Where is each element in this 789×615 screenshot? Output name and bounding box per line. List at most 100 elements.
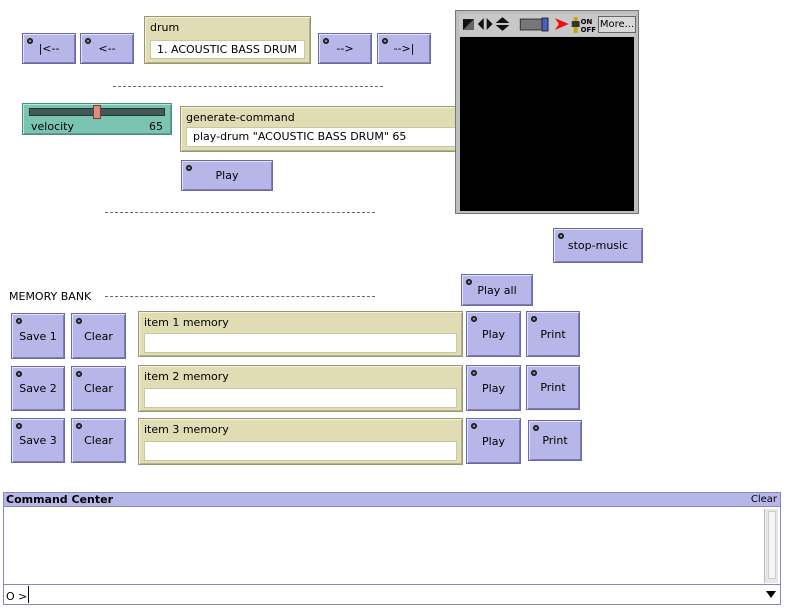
save-2-button[interactable]: Save 2 [11, 366, 65, 411]
save-label: Save 2 [19, 382, 57, 395]
world-view[interactable]: ON OFF More... [455, 10, 639, 214]
more-button[interactable]: More... [598, 16, 636, 33]
print-label: Print [542, 434, 568, 447]
print-label: Print [540, 327, 566, 341]
edit-mode-icon[interactable] [462, 19, 474, 30]
drum-chooser-label: drum [150, 21, 180, 34]
command-center-header: Command Center Clear [4, 493, 780, 507]
last-drum-button[interactable]: -->| [377, 33, 431, 64]
play-label: Play [215, 169, 239, 182]
memory-label: item 1 memory [144, 316, 229, 329]
forever-indicator-icon [16, 318, 22, 324]
on-text-icon: ON [581, 18, 593, 26]
next-drum-button[interactable]: --> [318, 33, 372, 64]
view-toolbar: ON OFF More... [459, 14, 636, 36]
first-drum-button[interactable]: |<-- [22, 33, 76, 64]
drum-chooser-value[interactable]: 1. ACOUSTIC BASS DRUM [150, 40, 305, 59]
off-text-icon: OFF [581, 26, 597, 34]
forever-indicator-icon [466, 279, 472, 285]
command-input[interactable] [28, 586, 763, 603]
forever-indicator-icon [85, 38, 91, 44]
memory-value [144, 388, 457, 408]
chevron-down-icon[interactable] [766, 591, 776, 598]
memory-value [144, 441, 457, 461]
memory-label: item 2 memory [144, 370, 229, 383]
prev-drum-label: <-- [98, 42, 116, 55]
item-2-memory-monitor: item 2 memory [138, 365, 463, 412]
next-drum-label: --> [336, 42, 354, 55]
prev-drum-button[interactable]: <-- [80, 33, 134, 64]
run-arrow-icon[interactable] [554, 18, 569, 30]
speed-slider-icon[interactable] [519, 17, 549, 32]
forever-indicator-icon [186, 165, 192, 171]
clear-1-button[interactable]: Clear [71, 313, 126, 359]
item-3-memory-monitor: item 3 memory [138, 418, 463, 465]
forever-indicator-icon [531, 370, 537, 376]
velocity-value: 65 [149, 120, 163, 133]
world-canvas[interactable] [460, 37, 634, 211]
save-label: Save 1 [19, 329, 57, 343]
left-right-arrows-icon[interactable] [477, 18, 493, 30]
command-center-clear-button[interactable]: Clear [750, 494, 777, 505]
forever-indicator-icon [16, 423, 22, 429]
memory-value [144, 333, 457, 353]
play-all-button[interactable]: Play all [461, 274, 533, 306]
drum-chooser[interactable]: drum 1. ACOUSTIC BASS DRUM [144, 16, 311, 64]
play-label: Play [482, 434, 505, 448]
observer-prompt: O > [6, 590, 28, 603]
last-drum-label: -->| [393, 42, 415, 55]
command-center: Command Center Clear O > [3, 492, 781, 605]
velocity-label: velocity [31, 120, 74, 133]
play-2-button[interactable]: Play [466, 365, 521, 411]
clear-label: Clear [84, 329, 113, 343]
forever-indicator-icon [382, 38, 388, 44]
play-label: Play [482, 381, 505, 395]
memory-label: item 3 memory [144, 423, 229, 436]
forever-indicator-icon [76, 318, 82, 324]
forever-indicator-icon [531, 316, 537, 322]
stop-music-button[interactable]: stop-music [553, 228, 643, 263]
forever-indicator-icon [76, 371, 82, 377]
output-scrollbar[interactable] [764, 509, 778, 583]
print-label: Print [540, 381, 566, 394]
save-label: Save 3 [19, 434, 57, 447]
forever-indicator-icon [471, 316, 477, 322]
command-input-row: O > [4, 584, 780, 604]
forever-indicator-icon [471, 370, 477, 376]
play-1-button[interactable]: Play [466, 311, 521, 357]
memory-bank-label: MEMORY BANK [9, 290, 92, 303]
generate-command-value: play-drum "ACOUSTIC BASS DRUM" 65 [186, 127, 495, 147]
play-3-button[interactable]: Play [466, 418, 521, 464]
up-down-arrows-icon[interactable] [495, 17, 510, 31]
forever-indicator-icon [16, 371, 22, 377]
forever-indicator-icon [558, 233, 564, 239]
save-1-button[interactable]: Save 1 [11, 313, 65, 359]
clear-2-button[interactable]: Clear [71, 366, 126, 411]
print-1-button[interactable]: Print [526, 311, 580, 357]
separator-line-3 [105, 296, 375, 297]
save-3-button[interactable]: Save 3 [11, 418, 65, 463]
print-2-button[interactable]: Print [526, 365, 580, 410]
slider-thumb[interactable] [93, 105, 101, 119]
item-1-memory-monitor: item 1 memory [138, 311, 463, 357]
play-label: Play [482, 327, 505, 341]
clear-3-button[interactable]: Clear [71, 418, 126, 463]
forever-indicator-icon [471, 423, 477, 429]
on-off-toggle-icon[interactable] [571, 17, 580, 33]
velocity-slider[interactable]: velocity 65 [22, 103, 172, 135]
print-3-button[interactable]: Print [528, 420, 582, 461]
generate-command-label: generate-command [186, 111, 295, 124]
generate-command-monitor: generate-command play-drum "ACOUSTIC BAS… [180, 106, 501, 152]
forever-indicator-icon [533, 425, 539, 431]
forever-indicator-icon [323, 38, 329, 44]
play-all-label: Play all [477, 283, 517, 297]
forever-indicator-icon [27, 38, 33, 44]
separator-line-2 [105, 212, 375, 213]
command-center-title: Command Center [6, 493, 114, 506]
forever-indicator-icon [76, 423, 82, 429]
separator-line-1 [113, 86, 383, 87]
clear-label: Clear [84, 434, 113, 447]
play-button[interactable]: Play [181, 160, 273, 191]
scrollbar-thumb[interactable] [768, 511, 776, 579]
clear-label: Clear [84, 382, 113, 395]
